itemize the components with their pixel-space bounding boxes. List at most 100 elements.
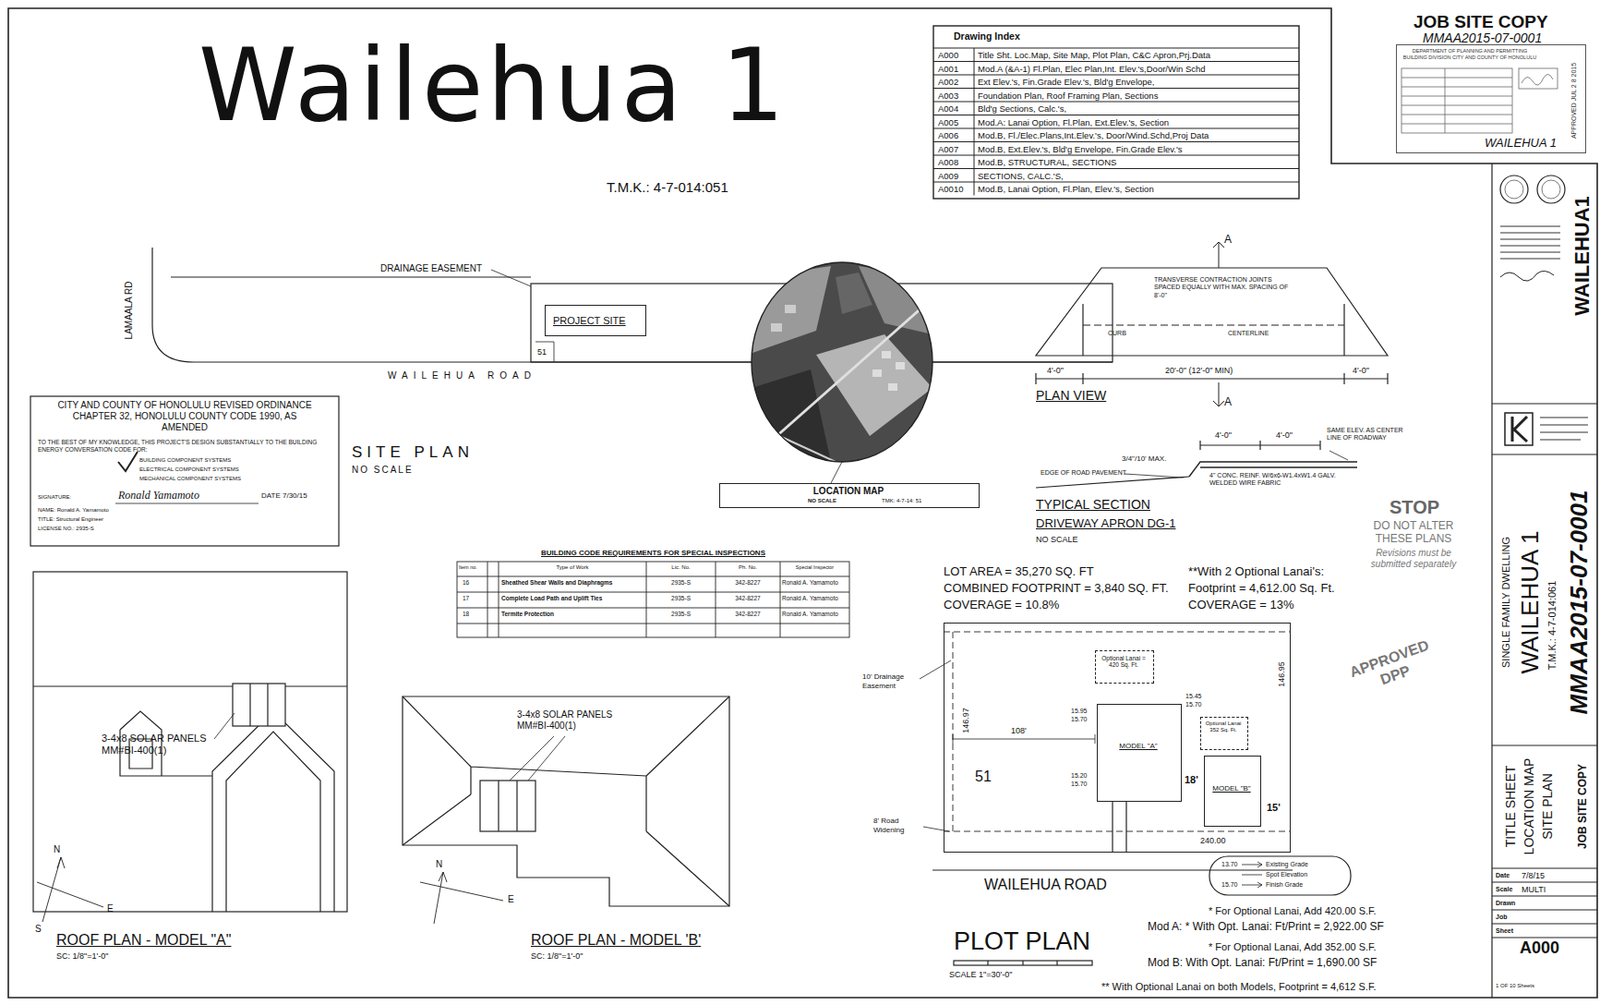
energy-code-marks: [115, 503, 259, 505]
location-map-label: LOCATION MAPNO SCALETMK: 4-7-14: 51: [719, 482, 980, 508]
driveway-plan-view: [1213, 382, 1225, 407]
annotation-label: COVERAGE = 13%: [1188, 597, 1295, 613]
driveway-plan-view: [1035, 267, 1388, 356]
node-text: Title Sht. Loc.Map, Site Map, Plot Plan,…: [977, 49, 1211, 61]
node-text: Finish Grade: [1265, 880, 1303, 889]
annotation-label: 3-4x8 SOLAR PANELS MM#BI-400(1): [517, 709, 647, 732]
node-text: Scale: [1495, 885, 1513, 893]
node-text: MODEL "B": [1204, 783, 1260, 794]
node-text: TO THE BEST OF MY KNOWLEDGE, THIS PROJEC…: [37, 438, 332, 454]
driveway-plan-view: [1082, 303, 1345, 356]
node-text: Date: [1495, 871, 1510, 879]
annotation-label: DO NOT ALTER THESE PLANS: [1361, 518, 1466, 546]
grade-legend-cloud: 13.70Existing GradeSpot Elevation15.70Fi…: [1208, 854, 1352, 896]
node-text: Mod.B, Fl./Elec.Plans,Int.Elev.'s, Door/…: [977, 130, 1209, 141]
energy-code-marks: [118, 451, 138, 471]
roof-plan-a: [212, 710, 335, 912]
location-map-photo: [751, 262, 933, 483]
node-text: Optional Lanai 352 Sq. Ft.: [1203, 720, 1245, 734]
node-text: MODEL "A": [1097, 741, 1180, 751]
roof-plan-b: [438, 871, 447, 882]
annotation-label: * For Optional Lanai, Add 420.00 S.F.: [1208, 904, 1377, 917]
annotation-label: ** With Optional Lanai on both Models, F…: [1101, 980, 1376, 993]
annotation-label: SCALE 1"=30'-0": [949, 969, 1012, 980]
annotation-label: A: [1224, 395, 1232, 409]
node-text: MULTI: [1521, 884, 1546, 895]
site-plan-lines: [170, 276, 531, 277]
plot-plan-lines: [932, 868, 1293, 870]
node-text: Drawn: [1495, 899, 1516, 907]
annotation-label: STOP: [1389, 495, 1440, 518]
location-map-photo: [784, 304, 796, 313]
node-text: CITY AND COUNTY OF HONOLULU REVISED ORDI…: [48, 399, 321, 434]
annotation-label: * For Optional Lanai, Add 352.00 S.F.: [1208, 940, 1377, 953]
node-text: A0010: [938, 183, 963, 194]
node-text: A001: [938, 63, 959, 74]
sheet-border: [1491, 163, 1492, 998]
plot-plan-lines: [1112, 801, 1127, 853]
plot-plan-lines: [943, 631, 1291, 831]
node-text: A000: [938, 49, 959, 61]
annotation-label: TRANSVERSE CONTRACTION JOINTS SPACED EQU…: [1154, 276, 1293, 300]
lot-boundary: 51MODEL "A"Optional Lanai = 420 Sq. Ft.M…: [943, 622, 1291, 853]
node-text: MECHANICAL COMPONENT SYSTEMS: [139, 475, 241, 482]
annotation-label: WAILEHUA ROAD: [387, 370, 537, 382]
node-text: A008: [938, 156, 959, 168]
title-block-lines: [1504, 412, 1533, 446]
node-text: Sheathed Shear Walls and Diaphragms: [501, 578, 613, 587]
index-grid: [933, 25, 1300, 199]
node-text: TITLE SHEET: [1503, 765, 1519, 848]
node-text: Ph. No.: [715, 564, 781, 571]
node-text: Bld'g Sections, Calc.'s,: [977, 103, 1067, 114]
annotation-label: 4'-0": [1352, 365, 1370, 376]
sheet-border: [8, 8, 1598, 998]
index-grid: [933, 25, 1300, 199]
roof-plan-a: [33, 685, 348, 686]
node-text: 342-8227: [715, 610, 781, 618]
annotation-label: EDGE OF ROAD PAVEMENT: [1040, 469, 1127, 477]
node-text: 18: [462, 610, 470, 618]
node-text: 342-8227: [715, 594, 781, 602]
annotation-label: CURB: [1107, 329, 1127, 337]
driveway-section: [1035, 440, 1358, 488]
annotation-label: 15.70: [1070, 780, 1088, 788]
node-text: SECTIONS, CALC.'S,: [977, 170, 1064, 181]
title-block-lines: [1537, 175, 1565, 204]
sheet-title-cell: TITLE SHEETLOCATION MAPSITE PLANJOB SITE…: [1491, 745, 1598, 868]
node-text: 16: [462, 578, 470, 587]
node-text: APPROVED JUL 2 8 2015: [1570, 62, 1578, 139]
annotation-label: 15.45: [1185, 692, 1203, 700]
roof-plan-b: [420, 871, 504, 924]
annotation-label: SITE PLAN: [351, 443, 474, 462]
roof-plan-a: [33, 571, 348, 912]
node-text: LOCATION MAP: [720, 485, 977, 497]
node-text: Lic. No.: [646, 564, 716, 571]
sheet-title: Wailehua 1: [198, 25, 789, 146]
model-b-house: MODEL "B": [1203, 755, 1262, 827]
title-block-lines: [1500, 226, 1561, 259]
node-text: Job: [1495, 913, 1507, 921]
node-text: Complete Load Path and Uplift Ties: [501, 594, 602, 602]
roof-plan-a: [33, 571, 348, 922]
annotation-label: **With 2 Optional Lanai's:: [1188, 564, 1324, 579]
annotation-label: T.M.K.: 4-7-014:051: [606, 179, 729, 196]
node-text: SITE PLAN: [1539, 772, 1556, 840]
energy-code-marks: [30, 396, 339, 546]
node-text: NAME: Ronald A. Yamamoto: [37, 506, 109, 514]
annotation-label: LAMAALA RD: [123, 281, 135, 340]
node-text: 342-8227: [715, 578, 781, 587]
node-text: WAILEHUA1: [1570, 195, 1595, 316]
node-text: BUILDING CODE REQUIREMENTS FOR SPECIAL I…: [493, 548, 813, 558]
special-inspection-table: BUILDING CODE REQUIREMENTS FOR SPECIAL I…: [457, 548, 854, 638]
annotation-label: COMBINED FOOTPRINT = 3,840 SQ. FT.: [943, 580, 1169, 596]
node-text: Ronald A. Yamamoto: [781, 594, 839, 602]
node-text: TMK: 4-7-14: 51: [881, 497, 922, 505]
node-text: 15.70: [1221, 880, 1239, 889]
plot-plan-lines: [953, 960, 1093, 965]
stamp-form: [1401, 68, 1558, 133]
sheet-info-cell: Date7/8/15ScaleMULTIDrawnJobSheetA0001 O…: [1491, 867, 1598, 998]
node-text: 7/8/15: [1521, 870, 1545, 881]
node-text: TITLE: Structural Engineer: [37, 516, 104, 523]
annotation-label: Mod B: With Opt. Lanai: Ft/Print = 1,690…: [1147, 955, 1377, 969]
